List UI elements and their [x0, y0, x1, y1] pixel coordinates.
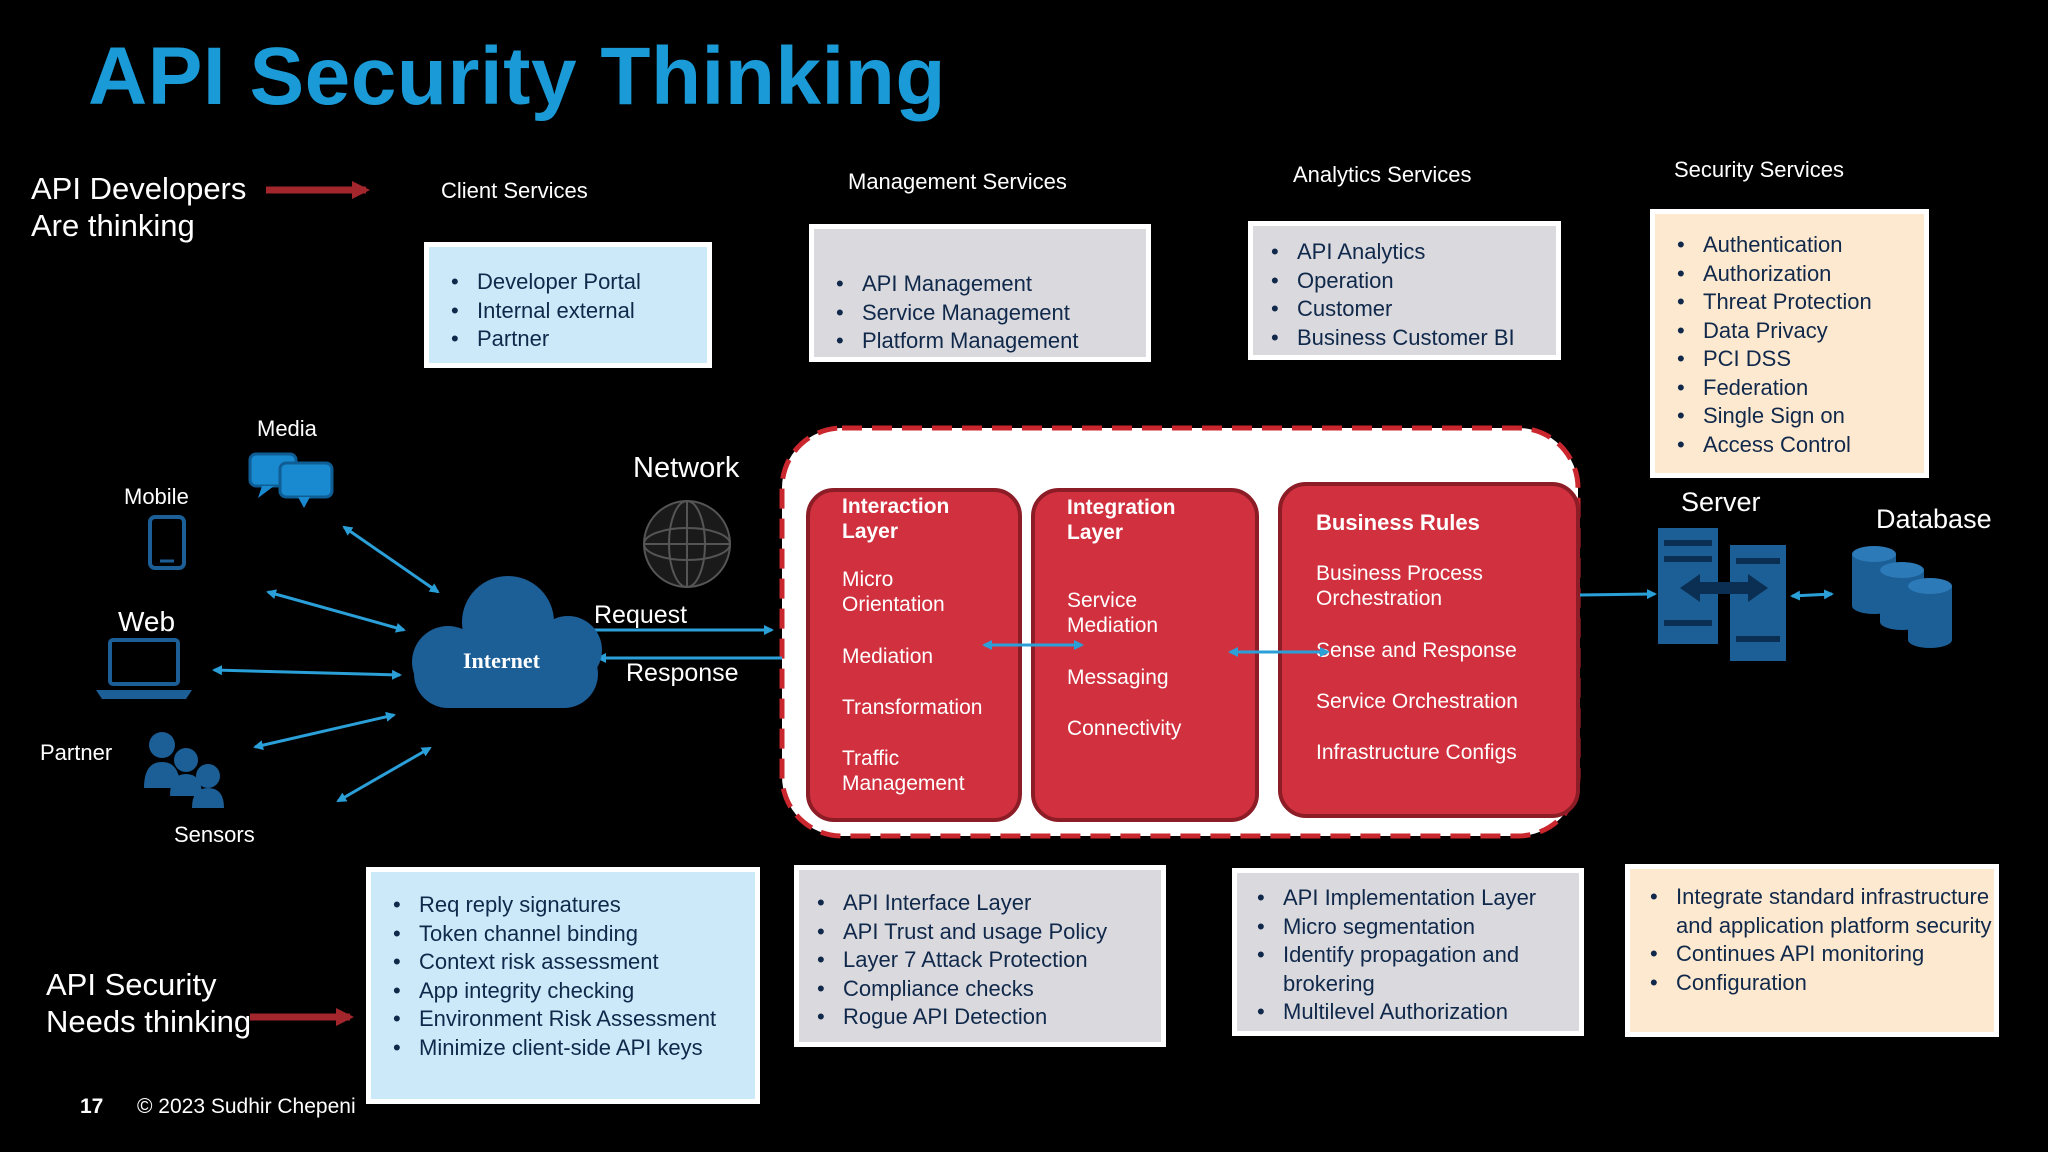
layer-item: Mediation — [842, 645, 934, 668]
layer-item: Service Orchestration — [1316, 690, 1518, 713]
developers-label: API Developers Are thinking — [31, 171, 247, 243]
network-label: Network — [633, 452, 740, 484]
copyright: © 2023 Sudhir Chepeni — [137, 1095, 356, 1118]
network-globe-icon — [643, 500, 731, 588]
partner-arrow — [253, 711, 396, 751]
layer-item: Service Mediation — [1067, 589, 1159, 637]
list-item: Platform Management — [830, 327, 1146, 356]
mobile-label: Mobile — [124, 484, 189, 509]
list-item: Internal external — [445, 297, 707, 326]
web-label: Web — [118, 606, 176, 637]
partner-label: Partner — [40, 740, 113, 765]
list-item: Threat Protection — [1671, 288, 1924, 317]
list-item: Multilevel Authorization — [1251, 998, 1579, 1027]
list-item: Federation — [1671, 374, 1924, 403]
interaction-layer-title: Interaction Layer — [842, 495, 950, 543]
list-item: Compliance checks — [811, 975, 1161, 1004]
database-icon — [1852, 546, 1952, 648]
integration-layer-title: Integration Layer — [1067, 496, 1176, 544]
list-item: Operation — [1265, 267, 1556, 296]
media-chat-icon — [248, 452, 334, 508]
client-services-header: Client Services — [441, 178, 588, 203]
mobile-phone-icon — [148, 515, 186, 570]
layer-item: Connectivity — [1067, 717, 1182, 740]
page-number: 17 — [80, 1095, 104, 1118]
client-services-box: Developer PortalInternal externalPartner — [424, 242, 712, 368]
request-label: Request — [594, 601, 688, 629]
list-item: App integrity checking — [387, 977, 755, 1006]
list-item: Environment Risk Assessment — [387, 1005, 755, 1034]
list-item: Authentication — [1671, 231, 1924, 260]
list-item: API Implementation Layer — [1251, 884, 1579, 913]
list-item: API Management — [830, 270, 1146, 299]
list-item: Micro segmentation — [1251, 913, 1579, 942]
list-item: Configuration — [1644, 969, 1994, 998]
media-arrow — [342, 525, 440, 594]
layer-item: Transformation — [842, 696, 983, 719]
list-item: Customer — [1265, 295, 1556, 324]
list-item: Layer 7 Attack Protection — [811, 946, 1161, 975]
list-item: Rogue API Detection — [811, 1003, 1161, 1032]
interaction-layer: Interaction Layer Micro Orientation Medi… — [806, 488, 1022, 822]
platform-security-box: Integrate standard infrastructure and ap… — [1625, 864, 1999, 1037]
mobile-arrow — [266, 589, 406, 633]
management-services-header: Management Services — [848, 169, 1067, 194]
web-arrow — [212, 665, 402, 680]
server-link — [1579, 589, 1657, 600]
partner-users-icon — [144, 732, 224, 808]
internet-cloud-icon — [412, 576, 602, 708]
list-item: Integrate standard infrastructure and ap… — [1644, 883, 1994, 940]
security-services-header: Security Services — [1674, 157, 1844, 182]
layer-item: Micro Orientation — [842, 568, 945, 616]
page-title: API Security Thinking — [88, 31, 946, 122]
layer-item: Business Process Orchestration — [1316, 562, 1483, 610]
list-item: API Trust and usage Policy — [811, 918, 1161, 947]
analytics-services-box: API AnalyticsOperationCustomerBusiness C… — [1248, 221, 1561, 360]
list-item: Token channel binding — [387, 920, 755, 949]
server-icon — [1658, 528, 1786, 661]
laptop-icon — [96, 638, 192, 699]
list-item: Data Privacy — [1671, 317, 1924, 346]
analytics-services-header: Analytics Services — [1293, 162, 1472, 187]
security-label: API Security Needs thinking — [46, 967, 252, 1039]
server-label: Server — [1681, 487, 1761, 517]
layer-item: Infrastructure Configs — [1316, 741, 1517, 764]
client-security-box: Req reply signaturesToken channel bindin… — [366, 867, 760, 1104]
list-item: API Interface Layer — [811, 889, 1161, 918]
list-item: Business Customer BI — [1265, 324, 1556, 353]
list-item: PCI DSS — [1671, 345, 1924, 374]
sensors-arrow — [336, 746, 432, 803]
list-item: Partner — [445, 325, 707, 354]
internet-label: Internet — [463, 648, 540, 673]
business-rules-layer: Business Rules Business Process Orchestr… — [1278, 482, 1580, 818]
layer-item: Sense and Response — [1316, 639, 1517, 662]
media-label: Media — [257, 416, 317, 441]
management-security-box: API Interface LayerAPI Trust and usage P… — [794, 865, 1166, 1047]
list-item: Identify propagation and brokering — [1251, 941, 1579, 998]
list-item: Authorization — [1671, 260, 1924, 289]
security-services-box: AuthenticationAuthorizationThreat Protec… — [1650, 209, 1929, 478]
response-label: Response — [626, 659, 739, 687]
list-item: Single Sign on — [1671, 402, 1924, 431]
list-item: Continues API monitoring — [1644, 940, 1994, 969]
integration-layer: Integration Layer Service Mediation Mess… — [1031, 488, 1259, 822]
layer-item: Traffic Management — [842, 747, 965, 795]
list-item: Service Management — [830, 299, 1146, 328]
sensors-label: Sensors — [174, 822, 255, 847]
list-item: Req reply signatures — [387, 891, 755, 920]
database-label: Database — [1876, 504, 1992, 534]
list-item: API Analytics — [1265, 238, 1556, 267]
business-rules-title: Business Rules — [1316, 510, 1480, 535]
list-item: Context risk assessment — [387, 948, 755, 977]
list-item: Developer Portal — [445, 268, 707, 297]
layer-item: Messaging — [1067, 666, 1169, 689]
list-item: Access Control — [1671, 431, 1924, 460]
database-link — [1790, 589, 1834, 601]
list-item: Minimize client-side API keys — [387, 1034, 755, 1063]
